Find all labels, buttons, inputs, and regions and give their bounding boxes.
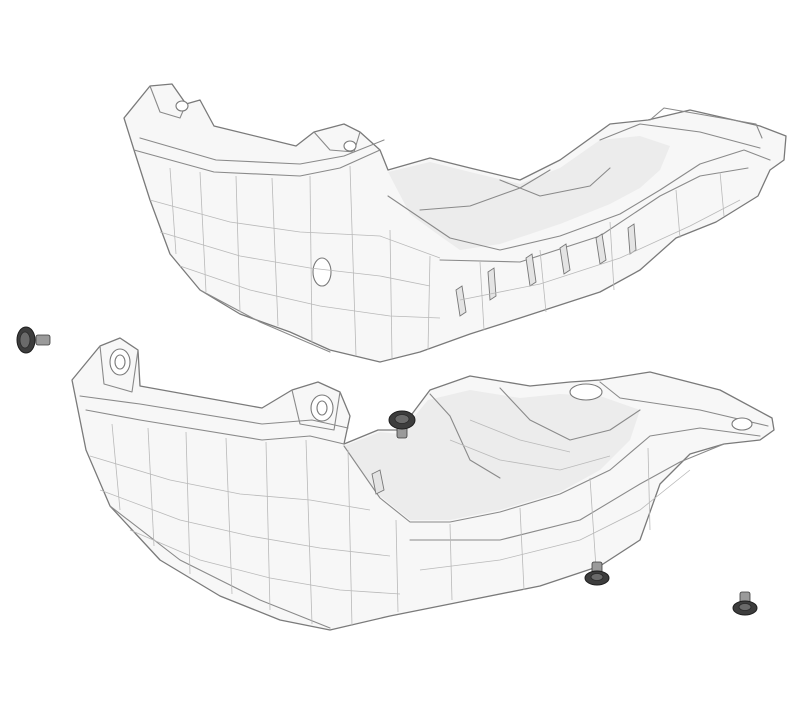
upper-plate-mesh bbox=[149, 165, 741, 359]
upper-plate-vent-slots bbox=[455, 223, 637, 317]
lower-skid-plate bbox=[71, 337, 775, 631]
bolt-bottom-middle bbox=[584, 561, 610, 586]
lower-plate-rim bbox=[85, 409, 345, 445]
upper-skid-plate bbox=[123, 83, 787, 363]
bolt-left bbox=[16, 326, 51, 354]
bolt-center bbox=[388, 410, 416, 439]
lower-plate-cavity bbox=[344, 390, 640, 520]
bolt-bottom-right bbox=[732, 591, 758, 616]
lower-plate-mesh bbox=[89, 419, 691, 627]
upper-plate-mount-hole bbox=[312, 257, 332, 287]
upper-plate-rim bbox=[133, 149, 381, 177]
upper-plate-cavity bbox=[388, 136, 670, 250]
lower-plate-rear-hole bbox=[731, 417, 753, 431]
lower-plate-boss bbox=[569, 383, 603, 401]
